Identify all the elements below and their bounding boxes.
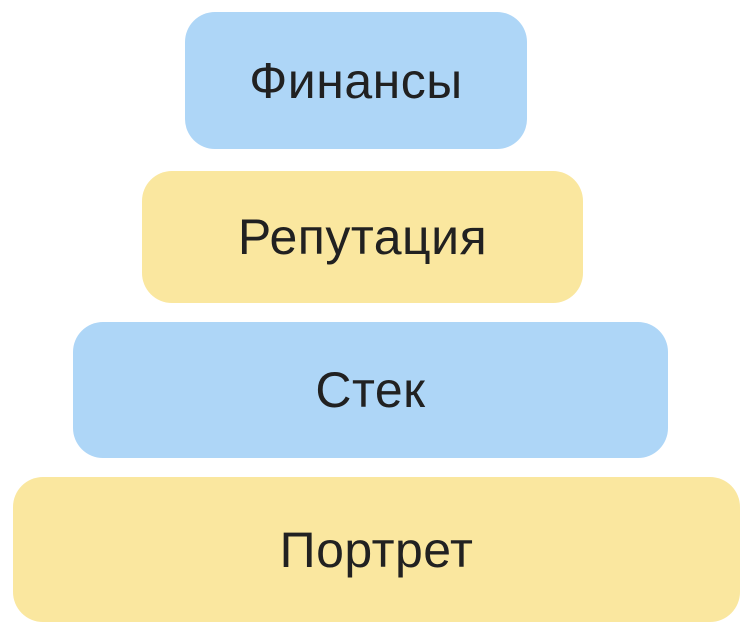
pyramid-level-stack-label: Стек (315, 362, 426, 418)
pyramid-level-reputation: Репутация (142, 171, 583, 303)
pyramid-level-finances-label: Финансы (249, 52, 463, 109)
pyramid-level-finances: Финансы (185, 12, 527, 149)
pyramid-level-reputation-label: Репутация (237, 209, 488, 265)
pyramid-level-stack: Стек (73, 322, 668, 458)
pyramid-level-portrait-label: Портрет (279, 521, 474, 578)
pyramid-level-portrait: Портрет (13, 477, 740, 622)
